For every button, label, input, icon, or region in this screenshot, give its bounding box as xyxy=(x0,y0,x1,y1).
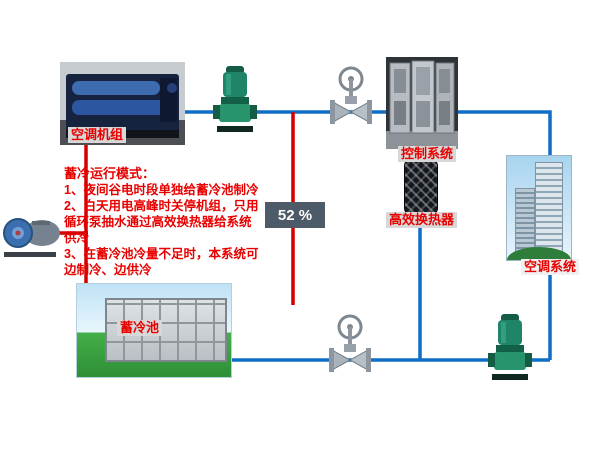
notes-line: 边制冷、边供冷 xyxy=(64,263,152,277)
notes-title: 蓄冷运行模式： xyxy=(64,166,156,181)
control-cabinet-image xyxy=(386,57,458,149)
notes-line: 1、夜间谷电时段单独给蓄冷池制冷 xyxy=(64,183,259,197)
building-tower xyxy=(535,162,563,254)
heat-exchanger-image xyxy=(404,158,438,216)
building-image xyxy=(506,155,572,261)
circulation-pump-icon xyxy=(2,207,62,259)
pump-icon-bottom xyxy=(488,312,532,386)
hvac-system-label: 空调系统 xyxy=(521,259,580,275)
pipe-supply-top-right xyxy=(185,110,552,360)
tank-body xyxy=(105,298,227,362)
charge-percent-badge: 52 % xyxy=(265,202,325,228)
operation-mode-notes: 蓄冷运行模式： 1、夜间谷电时段单独给蓄冷池制冷 2、白天用电高峰时关停机组，只… xyxy=(64,166,278,278)
notes-line: 3、在蓄冷池冷量不足时，本系统可 xyxy=(64,247,259,261)
heat-exchanger-label: 高效换热器 xyxy=(386,212,458,228)
gate-valve-icon-bottom xyxy=(329,314,371,382)
chiller-graphic xyxy=(60,62,185,145)
chiller-image: 空调机组 xyxy=(60,62,185,145)
gate-valve-icon-top xyxy=(330,66,372,134)
notes-line: 循环泵抽水通过高效换热器给系统 xyxy=(64,215,252,229)
control-system-label: 控制系统 xyxy=(398,146,457,162)
tank-image: 蓄冷池 xyxy=(76,283,232,378)
building-trees xyxy=(507,247,571,260)
tank-label: 蓄冷池 xyxy=(117,320,163,336)
pump-icon-top xyxy=(213,64,257,138)
chiller-label: 空调机组 xyxy=(68,127,127,143)
notes-line: 2、白天用电高峰时关停机组，只用 xyxy=(64,199,259,213)
notes-line: 供冷 xyxy=(64,231,90,245)
building-tower-secondary xyxy=(515,188,535,254)
